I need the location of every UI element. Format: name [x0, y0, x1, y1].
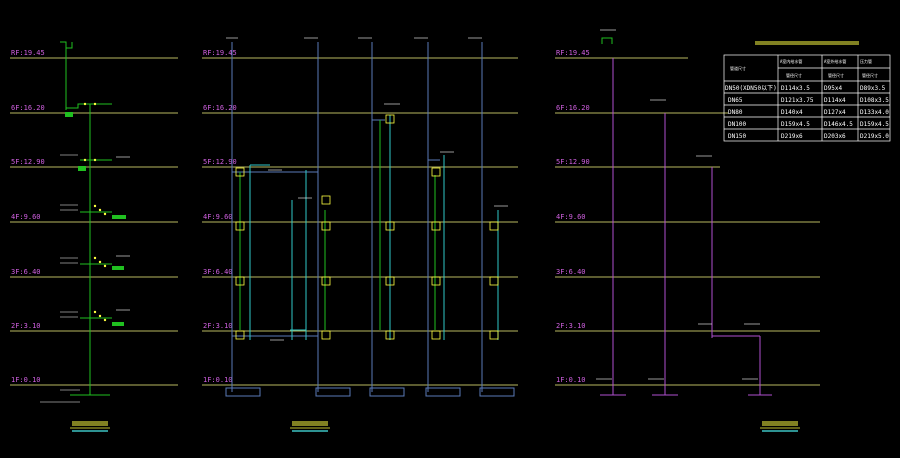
table-cell: D133x4.0 — [860, 109, 889, 116]
middle-floor-labels: RF:19.45 6F:16.20 5F:12.90 4F:9.60 3F:6.… — [203, 49, 237, 384]
table-cell: D127x4 — [824, 109, 846, 116]
floor-label: 3F:6.40 — [203, 268, 233, 276]
floor-label: 1F:0.10 — [11, 376, 41, 384]
table-cell: D146x4.5 — [824, 121, 853, 128]
floor-label: 6F:16.20 — [203, 104, 237, 112]
middle-green-branches — [239, 120, 436, 330]
table-cell: DN150 — [728, 133, 746, 140]
floor-label: 4F:9.60 — [556, 213, 586, 221]
left-title — [70, 421, 110, 432]
table-header-group-c: 压力管 — [860, 58, 872, 64]
right-magenta-risers — [600, 58, 772, 396]
floor-label: 2F:3.10 — [11, 322, 41, 330]
table-cell: D219x5.0 — [860, 133, 889, 140]
table-cell: D140x4 — [781, 109, 803, 116]
table-grid — [723, 54, 891, 142]
left-fixtures — [65, 112, 126, 326]
floor-label: 5F:12.90 — [11, 158, 45, 166]
table-cell: D114x4 — [824, 97, 846, 104]
floor-label: 1F:0.10 — [203, 376, 233, 384]
floor-label: 6F:16.20 — [556, 104, 590, 112]
floor-label: 3F:6.40 — [556, 268, 586, 276]
table-cell: D203x6 — [824, 133, 846, 140]
right-title — [760, 421, 800, 432]
right-floor-labels: RF:19.45 6F:16.20 5F:12.90 4F:9.60 3F:6.… — [556, 49, 590, 384]
right-system-diagram: RF:19.45 6F:16.20 5F:12.90 4F:9.60 3F:6.… — [555, 29, 820, 432]
floor-label: 4F:9.60 — [203, 213, 233, 221]
table-cell: D121x3.75 — [781, 97, 814, 104]
floor-label: RF:19.45 — [11, 49, 45, 57]
left-riser-pipes — [60, 41, 112, 396]
floor-label: 5F:12.90 — [203, 158, 237, 166]
table-cell: D89x3.5 — [860, 85, 886, 92]
middle-cyan-risers — [249, 115, 499, 340]
table-cell: DN100 — [728, 121, 746, 128]
table-cell: D159x4.5 — [781, 121, 810, 128]
floor-label: 6F:16.20 — [11, 104, 45, 112]
table-header-group-b: A室外给水管 — [824, 58, 846, 64]
table-cell: DN65 — [728, 97, 743, 104]
right-green-vent — [601, 37, 613, 44]
floor-label: 4F:9.60 — [11, 213, 41, 221]
floor-label: 1F:0.10 — [556, 376, 586, 384]
floor-label: 2F:3.10 — [203, 322, 233, 330]
right-floor-lines — [555, 57, 820, 386]
middle-system-diagram: RF:19.45 6F:16.20 5F:12.90 4F:9.60 3F:6.… — [202, 37, 518, 432]
middle-annotation-marks — [226, 37, 508, 341]
table-cell: D159x4.5 — [860, 121, 889, 128]
floor-label: RF:19.45 — [556, 49, 590, 57]
middle-blue-risers — [225, 42, 515, 397]
middle-fixture-boxes — [235, 114, 499, 340]
table-cell: D95x4 — [824, 85, 842, 92]
left-floor-lines — [10, 57, 178, 386]
table-subheader-c: 管径尺寸 — [862, 72, 878, 78]
floor-label: RF:19.45 — [203, 49, 237, 57]
left-valves — [83, 102, 107, 322]
table-body: DN50(XDN50以下) D114x3.5 D95x4 D89x3.5 DN6… — [725, 85, 889, 140]
table-cell: D108x3.5 — [860, 97, 889, 104]
floor-label: 5F:12.90 — [556, 158, 590, 166]
table-title-bar — [755, 41, 859, 45]
pipe-size-table: 管道尺寸 A室内给水管 A室外给水管 压力管 管径尺寸 管径尺寸 管径尺寸 DN… — [723, 41, 891, 142]
left-system-diagram: RF:19.45 6F:16.20 5F:12.90 4F:9.60 3F:6.… — [10, 41, 178, 432]
table-cell: DN50(XDN50以下) — [725, 85, 777, 92]
floor-label: 3F:6.40 — [11, 268, 41, 276]
table-subheader-a: 管径尺寸 — [786, 72, 802, 78]
middle-floor-lines — [202, 57, 518, 386]
table-cell: DN80 — [728, 109, 743, 116]
table-subheader-b: 管径尺寸 — [828, 72, 844, 78]
floor-label: 2F:3.10 — [556, 322, 586, 330]
right-annotation-marks — [596, 29, 760, 380]
table-header-group-a: A室内给水管 — [780, 58, 802, 64]
table-cell: D219x6 — [781, 133, 803, 140]
table-header-size: 管道尺寸 — [730, 65, 746, 71]
left-annotation-marks — [40, 154, 130, 403]
left-floor-labels: RF:19.45 6F:16.20 5F:12.90 4F:9.60 3F:6.… — [11, 49, 45, 384]
middle-title — [290, 421, 330, 432]
table-cell: D114x3.5 — [781, 85, 810, 92]
